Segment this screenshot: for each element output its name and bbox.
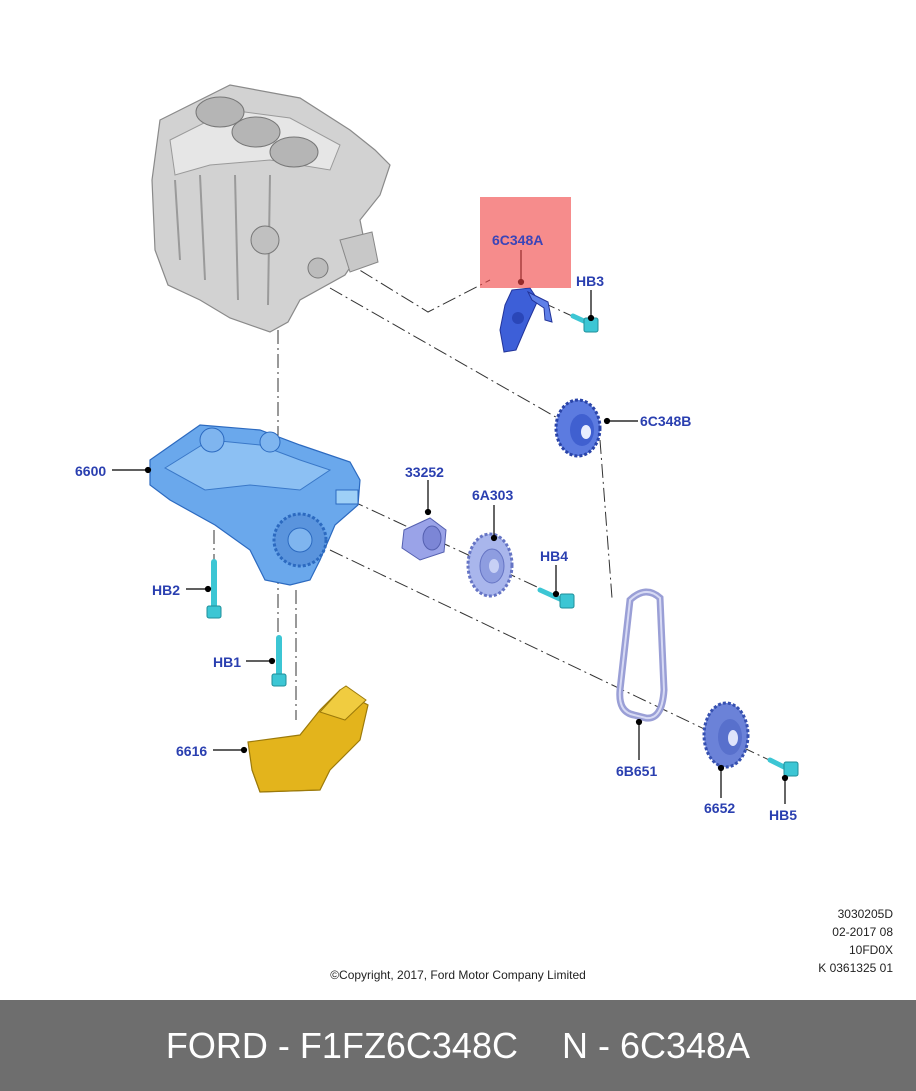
footer-bar: FORD - F1FZ6C348C N - 6C348A <box>0 1000 916 1091</box>
callout-HB2[interactable]: HB2 <box>152 582 181 598</box>
leader-line <box>329 287 576 429</box>
leader-line <box>329 549 791 771</box>
spacer-33252 <box>401 517 447 561</box>
bolt-HB3 <box>570 313 599 333</box>
callout-HB4[interactable]: HB4 <box>540 548 569 564</box>
exploded-parts-diagram <box>112 84 799 804</box>
tensioner-6C348A <box>499 287 553 353</box>
oil-shield-6616 <box>247 685 369 793</box>
meta-line: K 0361325 01 <box>818 961 893 975</box>
callout-33252[interactable]: 33252 <box>405 464 444 480</box>
meta-line: 3030205D <box>837 907 893 921</box>
gear-6652 <box>702 701 750 769</box>
leader-line <box>339 257 491 313</box>
highlight-box <box>480 197 571 288</box>
callout-6C348B[interactable]: 6C348B <box>640 413 692 429</box>
callout-6B651[interactable]: 6B651 <box>616 763 658 779</box>
sprocket-6C348B <box>554 398 602 458</box>
reference-number: N - 6C348A <box>561 1024 751 1066</box>
bolt-HB5 <box>767 757 799 777</box>
callout-HB3[interactable]: HB3 <box>576 273 605 289</box>
chain-6B651 <box>616 588 668 722</box>
part-number: FORD - F1FZ6C348C <box>165 1024 518 1066</box>
meta-line: 10FD0X <box>848 943 893 957</box>
copyright-text: ©Copyright, 2017, Ford Motor Company Lim… <box>330 968 586 982</box>
callout-6600[interactable]: 6600 <box>75 463 107 479</box>
callout-6616[interactable]: 6616 <box>176 743 208 759</box>
oil-pump-6600 <box>149 424 361 586</box>
callout-6A303[interactable]: 6A303 <box>472 487 514 503</box>
leader-line <box>599 439 613 599</box>
bolt-HB4 <box>537 587 575 609</box>
gear-6A303 <box>466 532 514 598</box>
bolt-HB2 <box>206 559 222 619</box>
callout-HB1[interactable]: HB1 <box>213 654 242 670</box>
bolt-HB1 <box>271 635 287 687</box>
callout-6652[interactable]: 6652 <box>704 800 736 816</box>
drawing-metadata: 3030205D 02-2017 08 10FD0X K 0361325 01 <box>818 905 893 977</box>
engine-block <box>151 84 391 333</box>
meta-line: 02-2017 08 <box>832 925 893 939</box>
leader-line <box>349 499 566 601</box>
callout-HB5[interactable]: HB5 <box>769 807 798 823</box>
callout-6C348A[interactable]: 6C348A <box>492 232 544 248</box>
